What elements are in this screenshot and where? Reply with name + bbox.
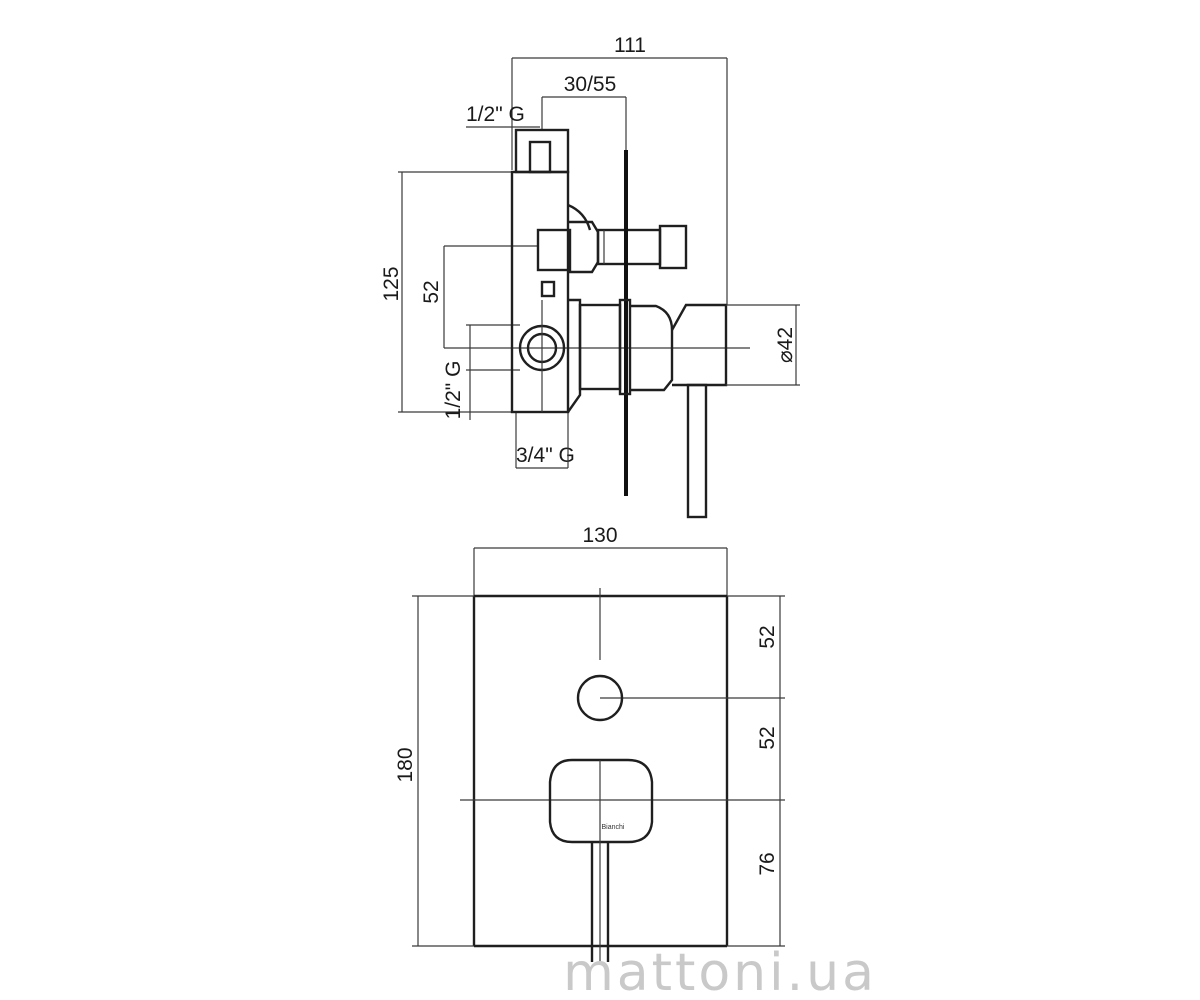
dim-plate-width: 130: [473, 524, 728, 596]
dim-side-thread-label: 1/2" G: [442, 361, 465, 420]
dim-center-offset-label: 52: [420, 280, 443, 303]
cartridge-housing: [578, 298, 674, 396]
lever-stem: [590, 842, 610, 962]
brand-mark: Bianchi: [602, 824, 625, 831]
dim-adjust-range: 30/55: [541, 73, 627, 150]
dim-handle-diameter-label: ⌀42: [774, 327, 797, 363]
valve-body: [510, 128, 592, 414]
dim-plate-height: 180: [394, 595, 474, 947]
dim-top-segment-label: 52: [756, 625, 779, 648]
lever-handle: ⌀42: [670, 303, 800, 519]
side-view: 111 30/55 1/2" G 125 52: [380, 34, 800, 519]
dim-overall-depth-label: 111: [614, 34, 646, 57]
dim-height-label: 125: [380, 266, 403, 301]
dim-center-offset: 52: [420, 245, 750, 349]
dim-middle-segment-label: 52: [756, 726, 779, 749]
lever-base: Bianchi: [548, 758, 654, 844]
front-view: 130 180 52 52 76: [394, 524, 785, 962]
dim-plate-height-label: 180: [394, 747, 417, 782]
dim-chain-right: 52 52 76: [460, 595, 785, 947]
watermark: mattoni.ua: [563, 943, 877, 1000]
diverter-stem: [568, 220, 688, 274]
dim-side-thread: 1/2" G: [442, 324, 520, 420]
dim-bottom-segment-label: 76: [756, 852, 779, 875]
dim-top-thread-label: 1/2" G: [466, 103, 525, 126]
dim-bottom-thread-label: 3/4" G: [516, 444, 575, 467]
dim-overall-depth: 111: [511, 34, 728, 305]
dim-adjust-range-label: 30/55: [564, 73, 617, 96]
diverter-knob: [576, 674, 624, 722]
dim-height: 125: [380, 171, 568, 413]
dim-plate-width-label: 130: [582, 524, 617, 547]
